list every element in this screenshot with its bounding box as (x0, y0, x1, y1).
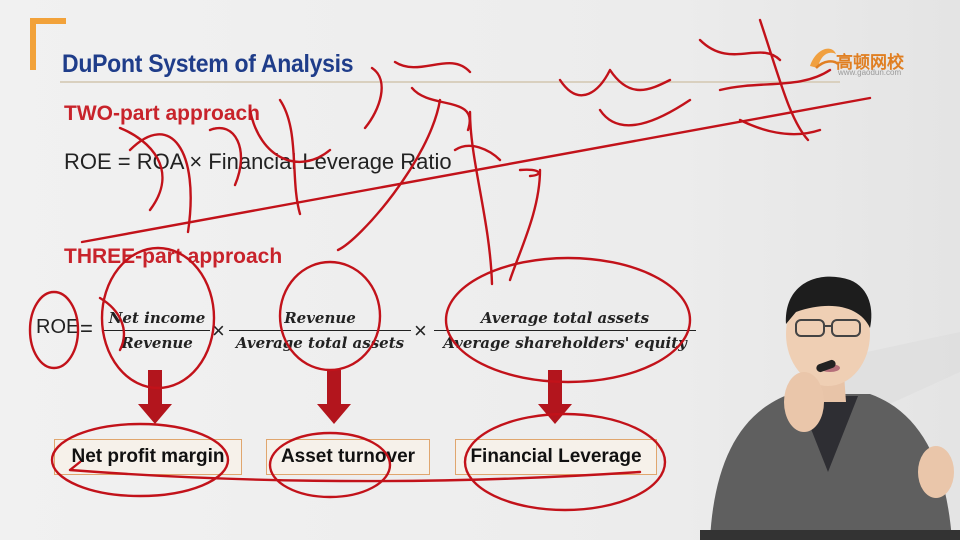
three-part-heading: THREE-part approach (64, 245, 283, 268)
fraction-numerator: Net income (104, 309, 210, 331)
roe-label: ROE (36, 316, 80, 338)
fraction-assets-over-equity: Average total assets Average shareholder… (434, 309, 696, 352)
slide-title: DuPont System of Analysis (62, 50, 354, 78)
fraction-numerator: Revenue (229, 309, 411, 331)
two-part-formula: ROE = ROA × Financial Leverage Ratio (64, 149, 452, 174)
multiply-sign: × (414, 318, 427, 343)
down-arrow-icon (317, 370, 351, 424)
two-part-heading: TWO-part approach (64, 102, 261, 125)
down-arrow-icon (138, 370, 172, 424)
presenter-video-overlay (700, 276, 960, 540)
title-divider (60, 81, 840, 83)
presenter-jacket (710, 394, 952, 540)
corner-bracket-decoration (30, 18, 66, 70)
fraction-denominator: Average shareholders' equity (443, 334, 687, 352)
fraction-denominator: Average total assets (235, 334, 405, 352)
down-arrow-icon (538, 370, 572, 424)
equals-sign: = (80, 316, 93, 341)
desk-edge (700, 530, 960, 540)
presenter-hand (784, 372, 824, 432)
result-asset-turnover: Asset turnover (266, 439, 430, 475)
logo-text: 高顿网校 (836, 53, 904, 72)
presenter-hair (785, 276, 872, 328)
result-financial-leverage: Financial Leverage (455, 439, 657, 475)
logo-url: www.gaodun.com (838, 68, 902, 77)
microphone-icon (816, 359, 836, 373)
fraction-numerator: Average total assets (434, 309, 696, 331)
glasses-icon (795, 319, 825, 337)
fraction-net-income-over-revenue: Net income Revenue (104, 309, 210, 352)
multiply-sign: × (212, 318, 225, 343)
fraction-denominator: Revenue (121, 334, 193, 352)
fraction-revenue-over-assets: Revenue Average total assets (229, 309, 411, 352)
result-net-profit-margin: Net profit margin (54, 439, 242, 475)
